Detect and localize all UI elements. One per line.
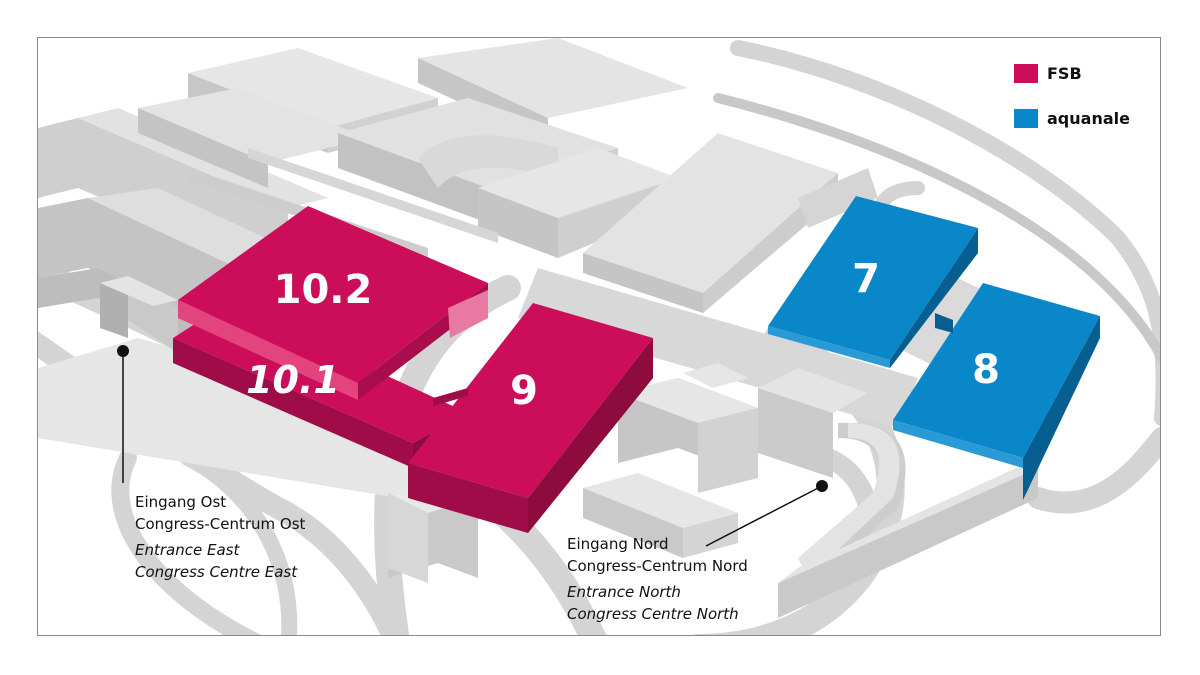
entrance-east-de-line2: Congress-Centrum Ost — [135, 515, 306, 533]
legend-item-fsb: FSB — [1014, 62, 1130, 84]
entrance-north-de-line2: Congress-Centrum Nord — [567, 557, 748, 575]
entrance-north-de-line1: Eingang Nord — [567, 535, 669, 553]
entrance-east-de-line1: Eingang Ost — [135, 493, 227, 511]
legend-swatch-aquanale — [1014, 108, 1038, 128]
hall-label-10-2: 10.2 — [274, 267, 373, 313]
entrance-north-en-line1: Entrance North — [567, 583, 681, 601]
hall-8[interactable] — [893, 283, 1100, 500]
hall-9[interactable] — [408, 303, 653, 533]
entrance-east-label: Eingang Ost Congress-Centrum Ost Entranc… — [135, 491, 305, 583]
legend-label-aquanale: aquanale — [1047, 108, 1130, 128]
hall-label-10-1: 10.1 — [246, 358, 340, 402]
grey-buildings — [38, 38, 1038, 618]
map-frame: 10.2 10.1 9 7 8 FSB aquanale Eingang Ost… — [37, 37, 1161, 636]
hall-label-7: 7 — [852, 256, 880, 302]
entrance-north-en-line2: Congress Centre North — [567, 605, 739, 623]
entrance-north-marker[interactable] — [705, 480, 828, 547]
legend-item-aquanale: aquanale — [1014, 107, 1130, 129]
entrance-east-en-line2: Congress Centre East — [135, 563, 298, 581]
legend-label-fsb: FSB — [1047, 63, 1082, 83]
hall-label-9: 9 — [510, 368, 538, 414]
hall-7[interactable] — [768, 196, 978, 368]
hall-10-2[interactable] — [178, 206, 488, 400]
legend-swatch-fsb — [1014, 63, 1038, 83]
entrance-east-en-line1: Entrance East — [135, 541, 240, 559]
fairground-map: 10.2 10.1 9 7 8 — [38, 38, 1160, 635]
legend: FSB aquanale — [1014, 62, 1130, 152]
entrance-east-marker[interactable] — [117, 345, 129, 483]
entrance-north-label: Eingang Nord Congress-Centrum Nord Entra… — [567, 533, 748, 625]
hall-label-8: 8 — [972, 347, 1000, 393]
